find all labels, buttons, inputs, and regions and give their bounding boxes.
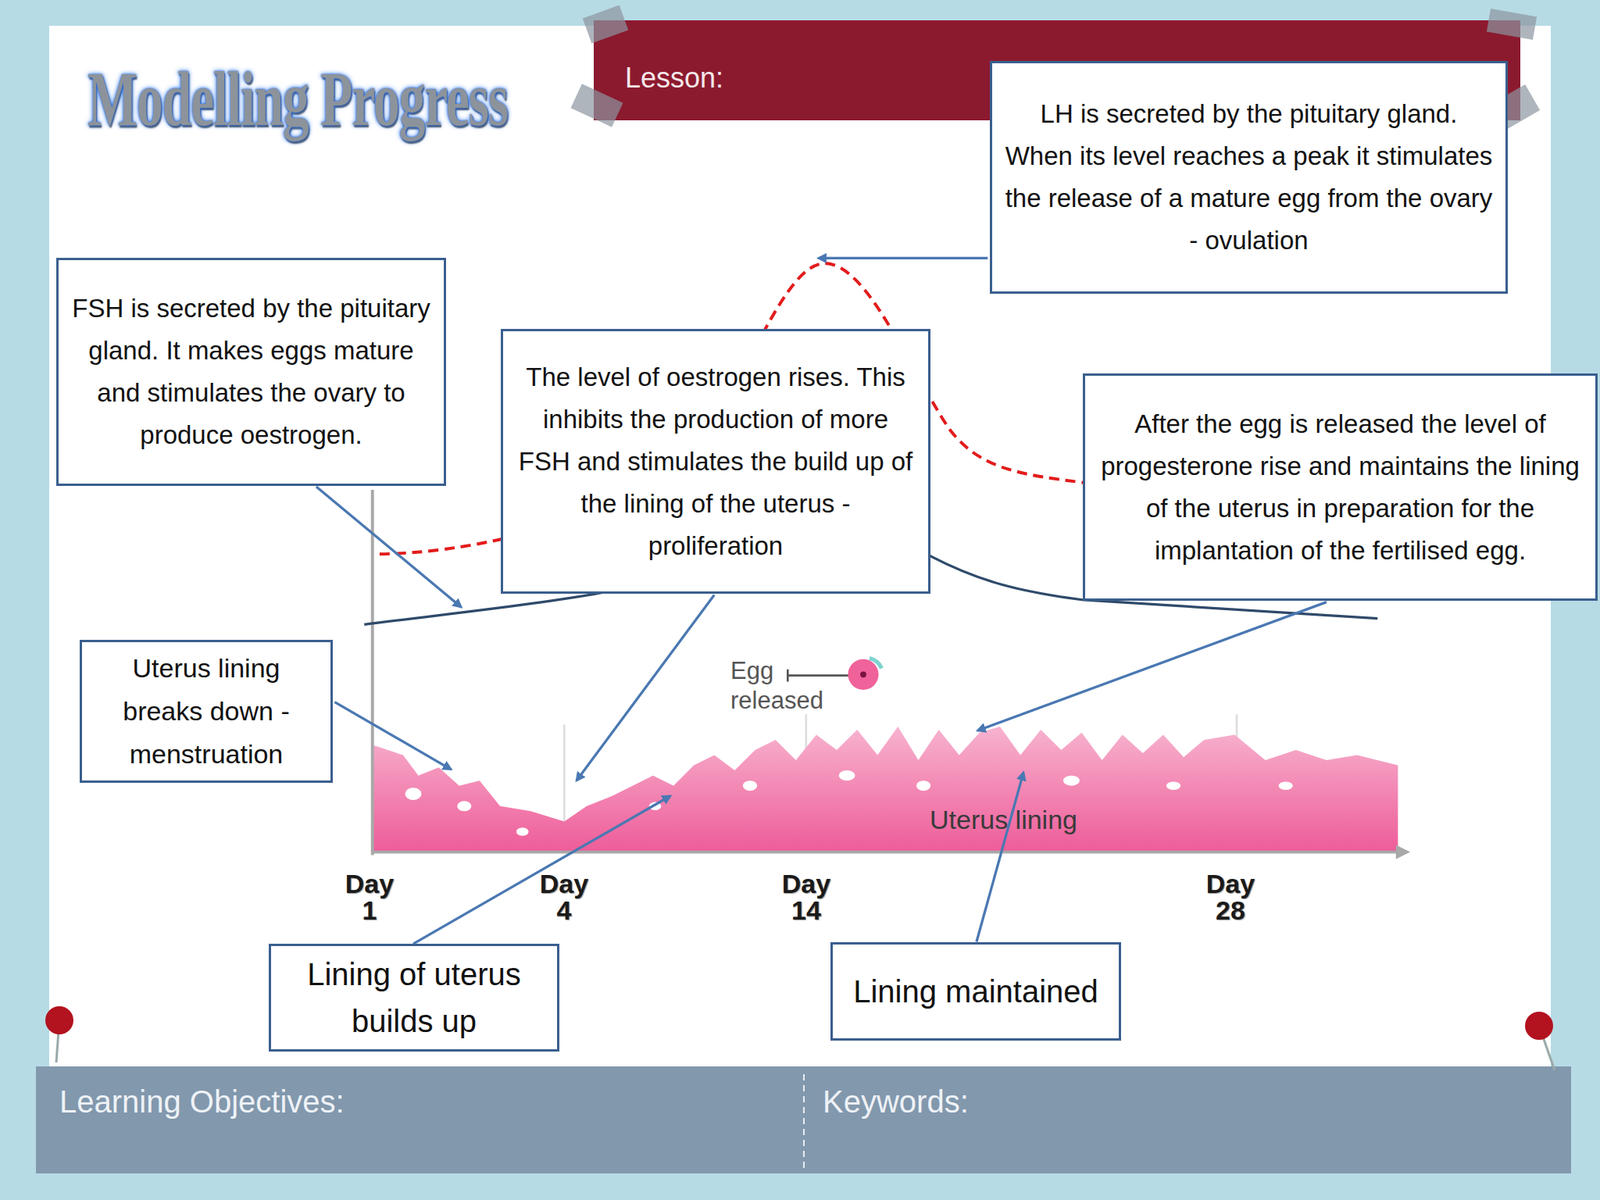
oestrogen-callout: The level of oestrogen rises. This inhib…	[500, 328, 931, 594]
callout-text: The level of oestrogen rises. This inhib…	[514, 356, 918, 568]
page-title: Modelling Progress	[87, 48, 508, 150]
box-text: After the egg is released the level of p…	[1096, 403, 1585, 572]
leader-arrow	[316, 486, 461, 608]
egg-corona	[869, 657, 883, 668]
box-text: The level of oestrogen rises. This inhib…	[514, 356, 918, 568]
tape	[1486, 8, 1537, 40]
lining-gap	[516, 827, 529, 836]
band-divider	[803, 1074, 805, 1172]
objectives-band	[35, 1066, 1572, 1174]
progesterone-callout: After the egg is released the level of p…	[1082, 373, 1598, 601]
fsh-callout: FSH is secreted by the pituitary gland. …	[56, 257, 447, 486]
lining-gap	[742, 780, 758, 791]
egg	[847, 659, 879, 690]
lh-callout: LH is secreted by the pituitary gland. W…	[989, 60, 1508, 294]
callout-text: Lining maintained	[853, 967, 1099, 1015]
leader-arrow	[576, 594, 715, 781]
tape	[571, 83, 624, 127]
leader-arrow	[976, 772, 1024, 943]
egg-nucleus	[860, 671, 867, 678]
leader-arrow	[818, 257, 989, 260]
lining-gap	[457, 800, 472, 811]
box-text: Lining maintained	[853, 967, 1099, 1015]
egg-pointer	[787, 674, 849, 677]
callout-text: Lining of uterus builds up	[282, 950, 547, 1045]
callout-text: FSH is secreted by the pituitary gland. …	[69, 287, 433, 457]
egg-label: Egg released	[730, 656, 844, 716]
leader-arrow	[334, 702, 451, 770]
box-text: LH is secreted by the pituitary gland. W…	[1003, 92, 1495, 262]
lining-texture	[405, 770, 1293, 836]
lining-gap	[839, 770, 856, 781]
uterus-lining	[372, 726, 1399, 853]
box-text: Lining of uterus builds up	[282, 950, 547, 1045]
lining-gap	[1278, 781, 1293, 790]
pin-head	[1525, 1011, 1554, 1040]
menstruation-callout: Uterus lining breaks down - menstruation	[79, 639, 333, 783]
callout-text: Uterus lining breaks down - menstruation	[92, 646, 320, 776]
maintenance-callout: Lining maintained	[830, 942, 1122, 1041]
leader-lines	[316, 257, 1327, 944]
leader-arrow	[977, 602, 1327, 732]
lining-gap	[405, 787, 422, 800]
lesson-label: Lesson:	[625, 60, 860, 96]
pin-head	[45, 1006, 74, 1035]
day-label: Day 14	[775, 870, 838, 924]
lining-gap	[1063, 775, 1080, 786]
day-label: Day 28	[1199, 870, 1262, 924]
x-axis	[372, 850, 1399, 854]
callout-text: After the egg is released the level of p…	[1096, 403, 1585, 572]
egg-pointer-tick	[786, 669, 790, 683]
keywords-label: Keywords:	[822, 1082, 1136, 1121]
graph-drawing	[316, 257, 1411, 944]
lining-gap	[1166, 781, 1181, 790]
day-label: Day 1	[338, 870, 401, 924]
proliferation-callout: Lining of uterus builds up	[268, 943, 560, 1052]
day-label: Day 4	[532, 870, 596, 924]
callout-text: LH is secreted by the pituitary gland. W…	[1003, 92, 1495, 262]
y-axis	[371, 489, 375, 856]
x-axis-head	[1396, 844, 1411, 859]
leader-arrow	[413, 796, 671, 944]
objectives-label: Learning Objectives:	[59, 1082, 529, 1121]
box-text: Uterus lining breaks down - menstruation	[92, 646, 320, 776]
lining-label: Uterus lining	[929, 803, 1133, 836]
lining-gap	[916, 780, 931, 791]
tape	[582, 4, 629, 43]
box-text: FSH is secreted by the pituitary gland. …	[69, 287, 433, 457]
